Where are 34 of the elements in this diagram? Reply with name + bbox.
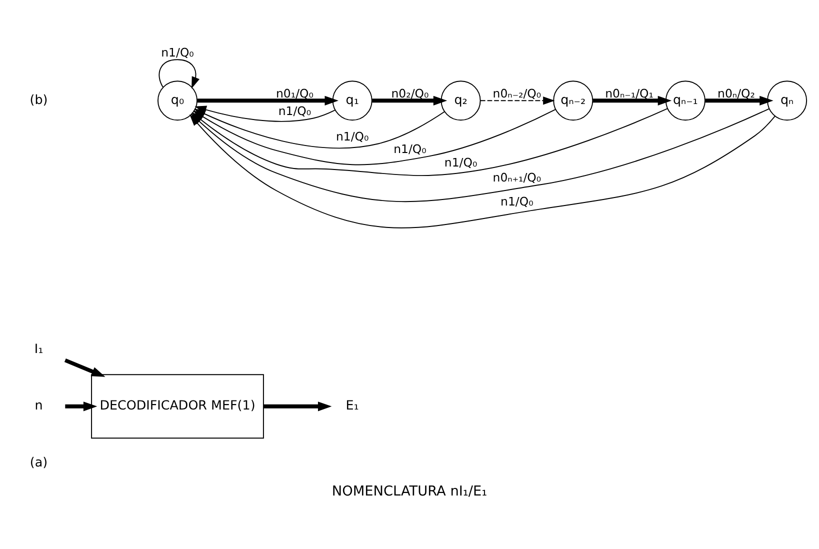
arrow [65, 401, 98, 411]
arrow [197, 95, 338, 105]
label: (b) [30, 91, 48, 106]
node-circle: qₙ [767, 80, 808, 120]
node-circle: qₙ₋₂ [553, 80, 594, 120]
arrow [705, 95, 774, 105]
edge-label: n1/Q₀ [500, 194, 534, 208]
label: (a) [30, 454, 48, 469]
edge-label: n1/Q₀ [336, 128, 369, 143]
node-text: E₁ [346, 397, 359, 412]
edge-label: n1/Q₀ [394, 141, 426, 156]
arrow [480, 96, 555, 104]
node-text: I₁ [34, 340, 44, 356]
node-circle: q₀ [157, 80, 198, 120]
arrow [264, 401, 332, 411]
node-circle: q₂ [440, 80, 481, 120]
arrow [592, 95, 672, 105]
edge-label: n0₂/Q₀ [391, 86, 429, 100]
edge-label: n1/Q₀ [444, 155, 478, 170]
edge-label: n0ₙ₋₂/Q₀ [492, 86, 542, 100]
edge-label: n0₁/Q₀ [276, 86, 314, 100]
arrow [372, 95, 448, 105]
edge-label: n0ₙ/Q₂ [718, 86, 755, 100]
node-circle: q₁ [332, 80, 372, 120]
caption: NOMENCLATURA nI₁/E₁ [332, 482, 488, 499]
edge-label: n0ₙ₊₁/Q₀ [492, 170, 542, 184]
edge-label: n1/Q₀ [278, 103, 312, 118]
node-box: DECODIFICADOR MEF(1) [91, 374, 264, 438]
node-text: n [34, 397, 43, 412]
node-circle: qₙ₋₁ [665, 80, 706, 120]
arrow [64, 358, 106, 376]
edge-label: n1/Q₀ [161, 44, 194, 59]
arrow [158, 58, 200, 88]
edge-label: n0ₙ₋₁/Q₁ [605, 86, 654, 100]
